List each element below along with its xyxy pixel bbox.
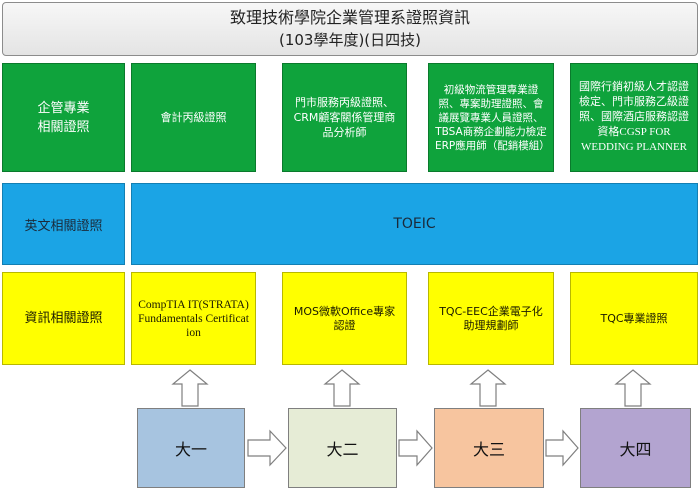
it-cert-year4: TQC專業證照 bbox=[570, 272, 698, 365]
business-cert-year4: 國際行銷初級人才認證檢定、門市服務乙級證照、國際酒店服務認證資格CGSP FOR… bbox=[570, 63, 698, 172]
it-cert-label: 資訊相關證照 bbox=[2, 272, 125, 365]
year-label-2: 大二 bbox=[326, 440, 359, 459]
year-box-1: 大一 bbox=[137, 408, 245, 488]
english-cert-label: 英文相關證照 bbox=[2, 183, 125, 265]
up-arrow-icon bbox=[614, 369, 652, 407]
diagram-title: 致理技術學院企業管理系證照資訊 (103學年度)(日四技) bbox=[2, 2, 698, 56]
up-arrow-icon bbox=[171, 369, 209, 407]
it-cert-year1: CompTIA IT(STRATA)Fundamentals Certifica… bbox=[131, 272, 256, 365]
year-box-2: 大二 bbox=[288, 408, 397, 488]
year-box-3: 大三 bbox=[434, 408, 544, 488]
it-cert-year3: TQC-EEC企業電子化助理規劃師 bbox=[428, 272, 554, 365]
business-cert-label: 企管專業 相關證照 bbox=[2, 63, 125, 172]
up-arrow-icon bbox=[469, 369, 507, 407]
title-line-2: (103學年度)(日四技) bbox=[278, 31, 422, 49]
right-arrow-icon bbox=[545, 429, 579, 467]
year-label-4: 大四 bbox=[619, 440, 652, 459]
business-cert-year2: 門市服務丙級證照、CRM顧客關係管理商品分析師 bbox=[282, 63, 407, 172]
right-arrow-icon bbox=[247, 429, 287, 467]
english-cert-toeic: TOEIC bbox=[131, 183, 698, 265]
business-cert-year3: 初級物流管理專業證照、專案助理證照、會議展覽專業人員證照、TBSA商務企劃能力檢… bbox=[428, 63, 554, 172]
right-arrow-icon bbox=[398, 429, 433, 467]
up-arrow-icon bbox=[323, 369, 361, 407]
business-cert-year1: 會計丙級證照 bbox=[131, 63, 256, 172]
year-box-4: 大四 bbox=[580, 408, 691, 488]
year-label-1: 大一 bbox=[174, 440, 207, 459]
year-label-3: 大三 bbox=[472, 440, 505, 459]
it-cert-year2: MOS微軟Office專家認證 bbox=[282, 272, 407, 365]
title-line-1: 致理技術學院企業管理系證照資訊 bbox=[229, 8, 470, 27]
